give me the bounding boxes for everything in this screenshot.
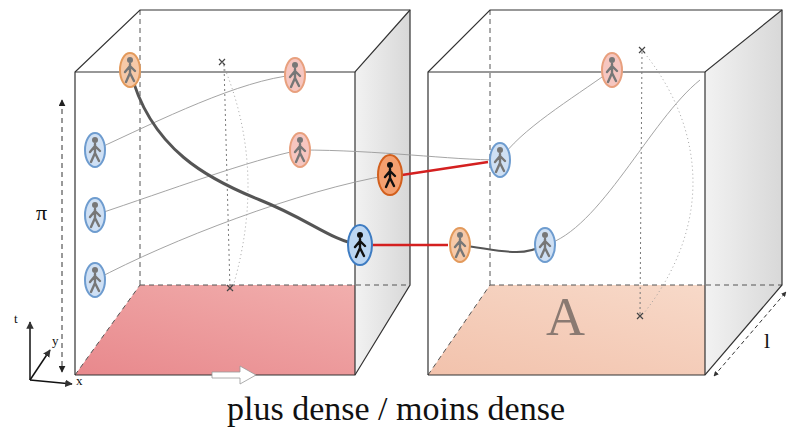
pedestrian [535,228,555,262]
area-label: A [546,290,585,344]
length-label: l [764,330,770,352]
period-label: π [36,202,47,224]
pedestrian [85,263,105,297]
reference-marks [219,47,645,319]
main-trajectory-continued [460,245,545,252]
length-dimension [714,292,786,376]
pedestrian [450,228,470,262]
period-dimension [62,100,63,372]
axis-label: t [14,312,18,325]
axis-label: y [52,334,59,347]
pedestrian [348,225,372,265]
pedestrian [285,58,305,92]
pedestrian [85,198,105,232]
axis-label: x [76,374,83,387]
pedestrian [378,155,402,195]
caption: plus dense / moins dense [227,392,565,426]
interaction-links [372,162,488,245]
flow-arrow [212,366,256,384]
pedestrian [602,53,622,87]
pedestrian [290,133,310,167]
trajectory-lines [95,50,700,318]
main-trajectory [130,70,360,245]
axes-symbol [30,322,72,384]
pedestrian [490,143,510,177]
pedestrian [85,133,105,167]
pedestrians [85,53,622,297]
sparse-cube [428,10,782,375]
dense-cube [75,10,410,384]
pedestrian [120,53,140,87]
